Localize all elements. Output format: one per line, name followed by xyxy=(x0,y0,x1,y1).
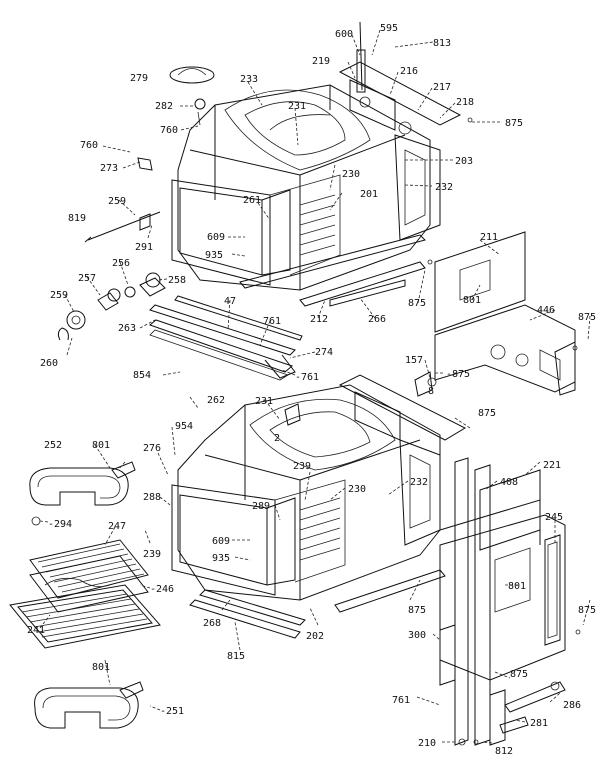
label-261: 261 xyxy=(243,195,261,206)
broiler-pan-241 xyxy=(9,584,161,649)
label-294: -294 xyxy=(48,519,72,530)
label-954: 954 xyxy=(175,421,193,432)
label-760-a: 760 xyxy=(160,125,178,136)
label-233: 233 xyxy=(240,74,258,85)
label-216: 216 xyxy=(400,66,418,77)
label-875-e: 875 xyxy=(478,408,496,419)
label-813: 813 xyxy=(433,38,451,49)
upper-left-parts xyxy=(57,157,166,341)
label-812: 812 xyxy=(495,746,513,757)
label-268: 268 xyxy=(203,618,221,629)
label-446: 446 xyxy=(537,305,555,316)
label-230-b: 230 xyxy=(348,484,366,495)
label-276: 276 xyxy=(143,443,161,454)
label-801-b: 801 xyxy=(92,440,110,451)
label-801-c: 801 xyxy=(508,581,526,592)
label-801-a: 801 xyxy=(463,295,481,306)
label-819: 819 xyxy=(68,213,86,224)
label-218: 218 xyxy=(456,97,474,108)
label-259-a: 259 xyxy=(108,196,126,207)
label-875-c: 875 xyxy=(578,312,596,323)
label-256: 256 xyxy=(112,258,130,269)
label-211: 211 xyxy=(480,232,498,243)
label-246: -246 xyxy=(150,584,174,595)
label-241: 241 xyxy=(27,625,45,636)
label-875-f: 875 xyxy=(408,605,426,616)
label-875-d: -875 xyxy=(446,369,470,380)
label-257: 257 xyxy=(78,273,96,284)
label-232-a: 232 xyxy=(435,182,453,193)
label-935-a: 935 xyxy=(205,250,223,261)
label-231-a: 231 xyxy=(288,101,306,112)
label-761-a: 761 xyxy=(263,316,281,327)
label-609-b: 609 xyxy=(212,536,230,547)
label-217: 217 xyxy=(433,82,451,93)
label-251: -251 xyxy=(160,706,184,717)
label-289: 289 xyxy=(252,501,270,512)
label-239-b: 239 xyxy=(143,549,161,560)
label-761-c: 761 xyxy=(392,695,410,706)
label-875-g: 875 xyxy=(578,605,596,616)
label-259-b: 259 xyxy=(50,290,68,301)
lower-oven-assembly xyxy=(171,371,467,639)
label-875-a: 875 xyxy=(505,118,523,129)
label-8: 8 xyxy=(428,386,434,397)
label-203: 203 xyxy=(455,156,473,167)
label-157: 157 xyxy=(405,355,423,366)
part-labels: 600 595 813 219 216 217 218 875 279 233 … xyxy=(27,23,596,757)
bake-element-251 xyxy=(34,681,144,729)
label-47: 47 xyxy=(224,296,236,307)
label-231-b: 231 xyxy=(255,396,273,407)
label-286: 286 xyxy=(563,700,581,711)
back-panel-211 xyxy=(427,117,578,396)
label-609-a: 609 xyxy=(207,232,225,243)
label-262: 262 xyxy=(207,395,225,406)
label-210: 210 xyxy=(418,738,436,749)
label-291: 291 xyxy=(135,242,153,253)
label-219: 219 xyxy=(312,56,330,67)
label-274: 274 xyxy=(315,347,333,358)
right-lower-parts xyxy=(439,457,581,746)
label-245: 245 xyxy=(545,512,563,523)
label-201: 201 xyxy=(360,189,378,200)
label-281: 281 xyxy=(530,718,548,729)
label-854: 854 xyxy=(133,370,151,381)
label-2: 2 xyxy=(274,433,280,444)
label-935-b: 935 xyxy=(212,553,230,564)
label-600: 600 xyxy=(335,29,353,40)
label-595: 595 xyxy=(380,23,398,34)
broiler-rack-247 xyxy=(29,539,149,613)
label-252: 252 xyxy=(44,440,62,451)
label-282: 282 xyxy=(155,101,173,112)
label-263: 263 xyxy=(118,323,136,334)
label-230-a: 230 xyxy=(342,169,360,180)
label-288: 288 xyxy=(143,492,161,503)
label-801-d: 801 xyxy=(92,662,110,673)
broil-element-252 xyxy=(29,461,136,526)
label-875-h: 875 xyxy=(510,669,528,680)
label-258: 258 xyxy=(168,275,186,286)
label-761-b: -761 xyxy=(295,372,319,383)
label-239-a: 239 xyxy=(293,461,311,472)
part-279-cap xyxy=(169,66,215,126)
label-300: 300 xyxy=(408,630,426,641)
label-273: 273 xyxy=(100,163,118,174)
leader-lines xyxy=(39,29,591,744)
label-408: 408 xyxy=(500,477,518,488)
middle-rails xyxy=(149,295,303,381)
upper-oven-assembly xyxy=(171,21,462,307)
label-247: 247 xyxy=(108,521,126,532)
label-260: 260 xyxy=(40,358,58,369)
label-202: 202 xyxy=(306,631,324,642)
label-232-b: 232 xyxy=(410,477,428,488)
label-221: 221 xyxy=(543,460,561,471)
label-875-b: 875 xyxy=(408,298,426,309)
label-760-b: 760 xyxy=(80,140,98,151)
label-212: 212 xyxy=(310,314,328,325)
label-266: 266 xyxy=(368,314,386,325)
label-815: 815 xyxy=(227,651,245,662)
label-279: 279 xyxy=(130,73,148,84)
